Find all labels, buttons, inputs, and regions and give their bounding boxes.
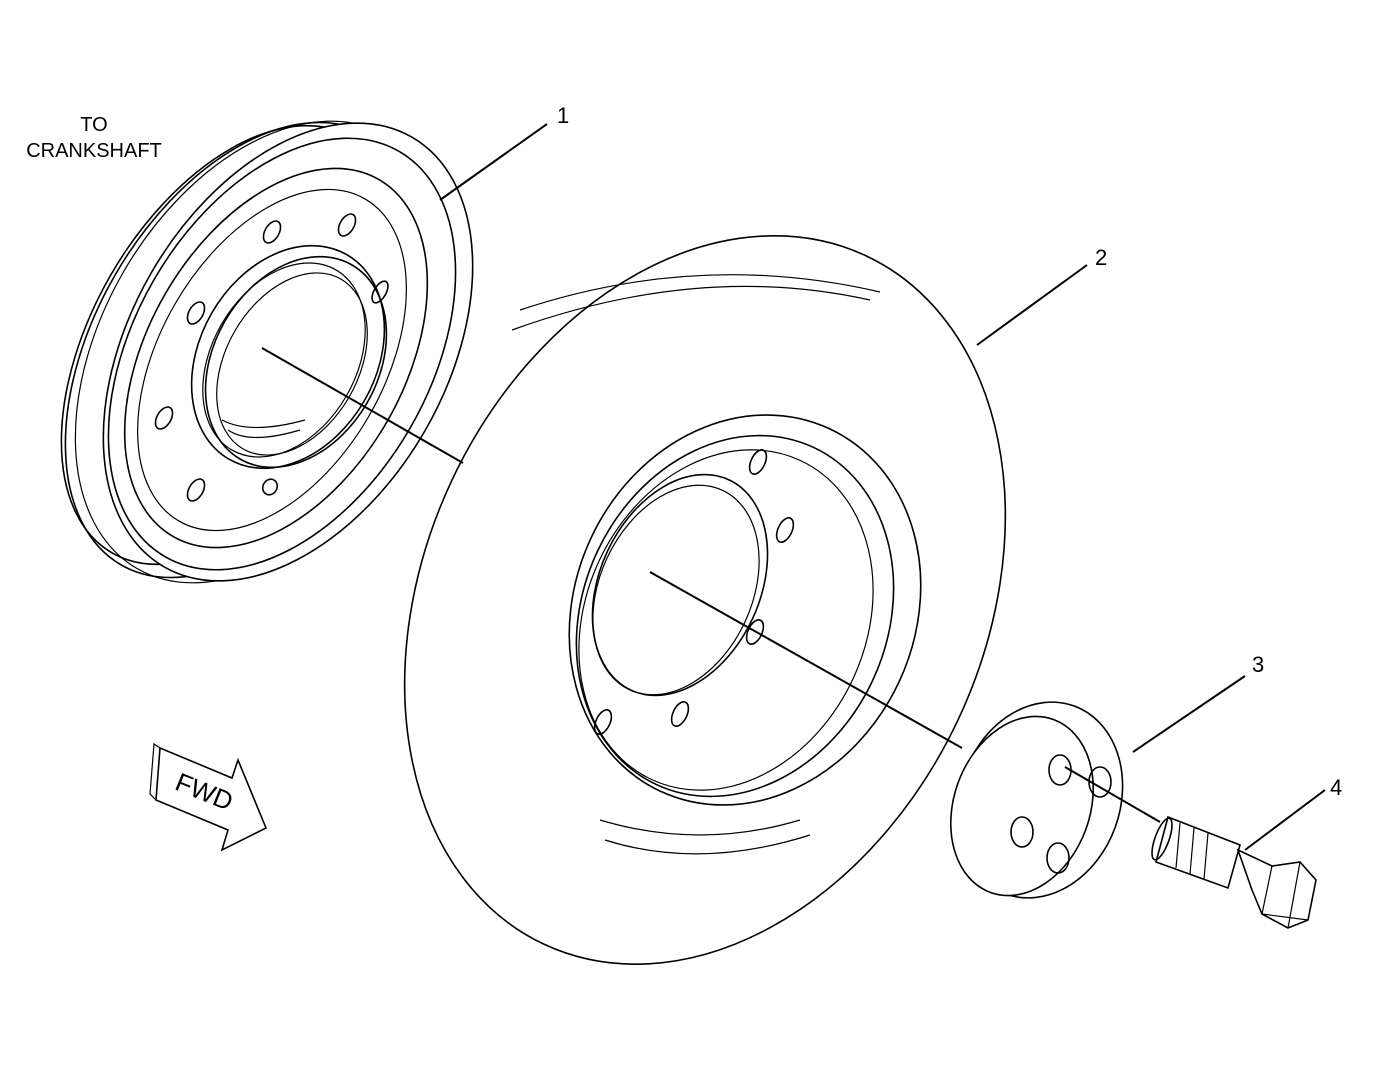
callout-4: 4 bbox=[1330, 775, 1342, 800]
callout-1: 1 bbox=[557, 103, 569, 128]
axis-lines bbox=[261, 347, 1161, 823]
note-crankshaft: CRANKSHAFT bbox=[26, 140, 162, 162]
part-1-adapter bbox=[60, 120, 474, 584]
part-2-damper bbox=[403, 235, 1007, 965]
callout-3: 3 bbox=[1252, 652, 1264, 677]
callout-2: 2 bbox=[1095, 245, 1107, 270]
leader-lines bbox=[439, 123, 1326, 851]
part-3-retainer-plate bbox=[949, 701, 1124, 899]
part-4-bolt bbox=[1151, 815, 1317, 929]
note-to: TO bbox=[80, 114, 107, 136]
forward-arrow-icon: FWD bbox=[149, 742, 268, 852]
